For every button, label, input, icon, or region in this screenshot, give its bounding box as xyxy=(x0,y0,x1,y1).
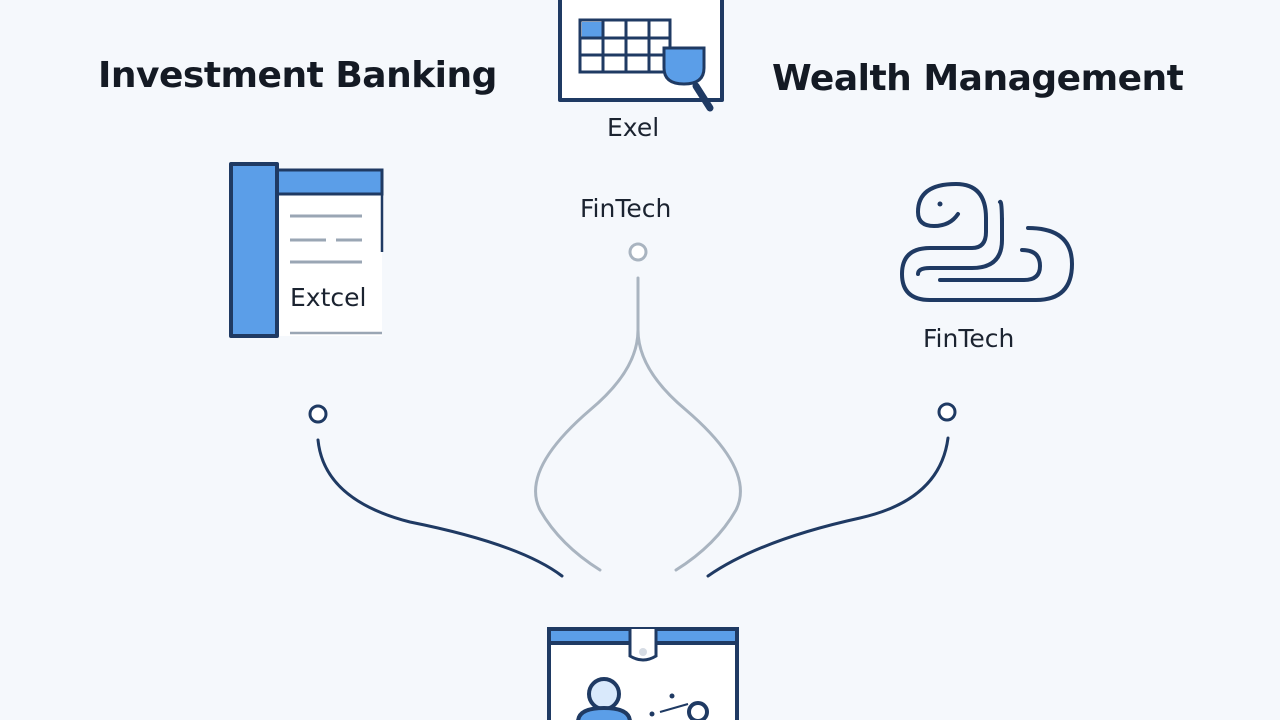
investment-banking-heading: Investment Banking xyxy=(98,55,497,96)
spreadsheet-magnifier-icon xyxy=(558,0,724,112)
team-profile-card-icon xyxy=(547,627,739,720)
python-snake-icon xyxy=(900,182,1074,302)
left-connector xyxy=(308,404,564,578)
wealth-management-heading: Wealth Management xyxy=(772,58,1184,99)
spreadsheet-document-icon xyxy=(229,162,384,338)
right-connector xyxy=(706,402,957,578)
left-icon-label: Extcel xyxy=(290,283,367,312)
center-connector xyxy=(534,242,742,572)
center-fintech-label: FinTech xyxy=(580,194,672,223)
right-icon-label: FinTech xyxy=(923,324,1015,353)
top-icon-label: Exel xyxy=(607,113,660,142)
